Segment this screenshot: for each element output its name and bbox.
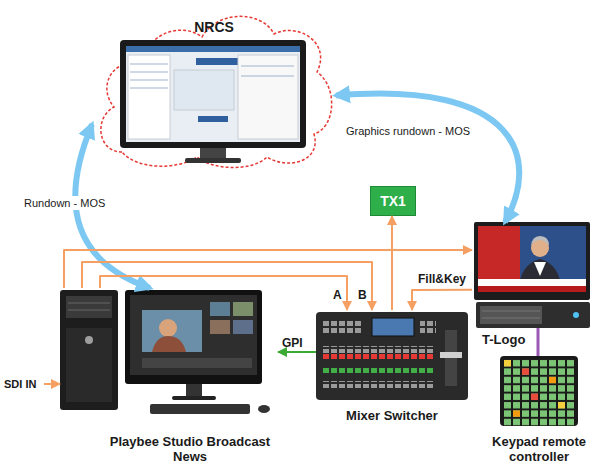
signal-label: SDI IN (4, 377, 36, 391)
mixer-body (316, 312, 468, 400)
screen-panel (238, 55, 298, 139)
video-wire (391, 216, 393, 310)
preview-face (159, 319, 177, 337)
monitor-stand (200, 148, 226, 158)
pc-tower (60, 290, 118, 410)
drive-slot (68, 303, 110, 304)
mixer-buttons (322, 320, 362, 334)
edge-label: GPI (282, 336, 303, 350)
mixer-buttons (420, 320, 436, 334)
pad-lit (558, 402, 565, 408)
edge-label: B (358, 288, 367, 302)
edge-label: Rundown - MOS (22, 196, 107, 210)
mixer-buttons (322, 346, 434, 353)
server-slot (482, 318, 540, 319)
server-light (573, 312, 579, 318)
keypad-device (500, 356, 578, 426)
screen-row (241, 66, 294, 67)
node-title: Mixer Switcher (306, 408, 478, 423)
screen-titlebar (126, 46, 300, 52)
edge-label: A (333, 288, 342, 302)
server-slot (482, 311, 540, 312)
power-button (85, 336, 93, 344)
video-wire (100, 276, 347, 310)
screen-panel (128, 55, 170, 139)
screen-row (241, 76, 294, 77)
keypad-grid (503, 359, 575, 426)
screen-row (130, 72, 168, 73)
video-wire (82, 262, 372, 310)
mixer-buttons (322, 367, 434, 374)
screen-logo (198, 116, 228, 122)
pad-lit (513, 410, 520, 416)
cloud-shape (101, 16, 332, 167)
output-box: TX1 (370, 186, 416, 216)
screen-row (130, 88, 168, 89)
pad-lit (504, 360, 511, 366)
monitor-base (172, 396, 216, 400)
monitor-bezel (120, 40, 306, 148)
tower-bay (66, 296, 112, 318)
video-preview (142, 310, 202, 352)
nrcs-monitor (120, 40, 306, 163)
monitor-bezel (125, 290, 262, 384)
node-title: Keypad remote controller (484, 434, 594, 464)
thumbnail (210, 320, 230, 334)
lower-third (478, 286, 586, 292)
presenter-hair (531, 236, 549, 246)
monitor-stand (186, 384, 202, 396)
preview-body (152, 336, 186, 352)
gpi-wire (278, 351, 316, 353)
node-title: T-Logo (482, 332, 525, 347)
screen-row (130, 64, 168, 65)
edge-label: Graphics rundown - MOS (346, 124, 470, 138)
video-wire (64, 250, 472, 288)
mixer-device (316, 312, 468, 400)
screen-panel (174, 70, 234, 110)
tv-bezel (474, 222, 590, 300)
server-front (480, 306, 542, 324)
tlogo-display (474, 222, 590, 328)
keyboard (150, 404, 250, 414)
server-chassis (476, 302, 590, 328)
mos-link (336, 94, 519, 222)
tower-front (66, 328, 112, 402)
signal-input-wire (44, 383, 60, 385)
pad-lit (531, 394, 538, 400)
keypad-body (500, 356, 578, 426)
presenter-shirt (534, 262, 546, 276)
control-cable (536, 328, 539, 356)
screen-row (130, 80, 168, 81)
screen-logo (196, 58, 240, 65)
mixer-buttons (322, 353, 434, 360)
monitor-screen (130, 295, 257, 375)
lower-third (478, 279, 586, 286)
node-title: TX1 (371, 194, 415, 209)
monitor-base (185, 158, 241, 163)
pad-lit (522, 368, 529, 374)
thumbnail (233, 320, 253, 334)
mouse (258, 405, 270, 413)
monitor-screen (126, 46, 300, 142)
drive-slot (68, 310, 110, 311)
thumbnail (233, 302, 253, 316)
node-title: NRCS (92, 20, 336, 35)
thumbnail (210, 302, 230, 316)
pad-lit (549, 377, 556, 383)
timeline (142, 358, 252, 368)
video-wire (412, 290, 472, 310)
edge-label: Fill&Key (418, 272, 466, 286)
tbar-handle (440, 352, 462, 358)
mixer-screen (372, 318, 414, 336)
node-title: Playbee Studio Broadcast News (95, 434, 285, 464)
tv-screen (478, 226, 586, 292)
mixer-buttons (322, 381, 434, 388)
playbee-workstation (60, 290, 270, 414)
